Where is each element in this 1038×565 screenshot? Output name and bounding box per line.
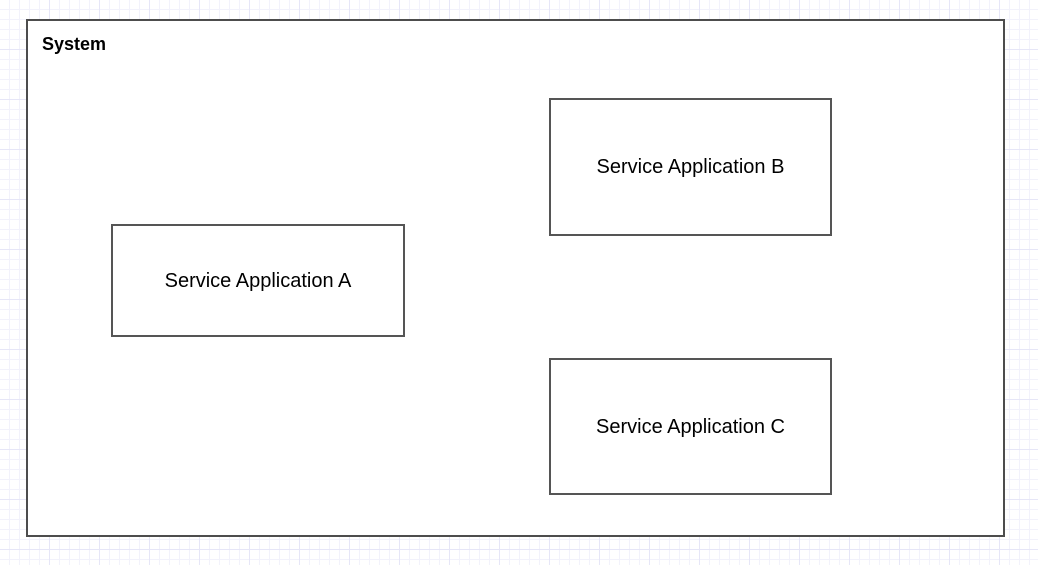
system-boundary-label: System [42, 34, 107, 54]
node-service-application-c[interactable]: Service Application C [549, 358, 832, 495]
node-label-service-application-c: Service Application C [596, 415, 785, 438]
node-service-application-b[interactable]: Service Application B [549, 98, 832, 236]
node-service-application-a[interactable]: Service Application A [111, 224, 405, 337]
node-label-service-application-a: Service Application A [164, 269, 352, 292]
node-label-service-application-b: Service Application B [596, 156, 785, 178]
